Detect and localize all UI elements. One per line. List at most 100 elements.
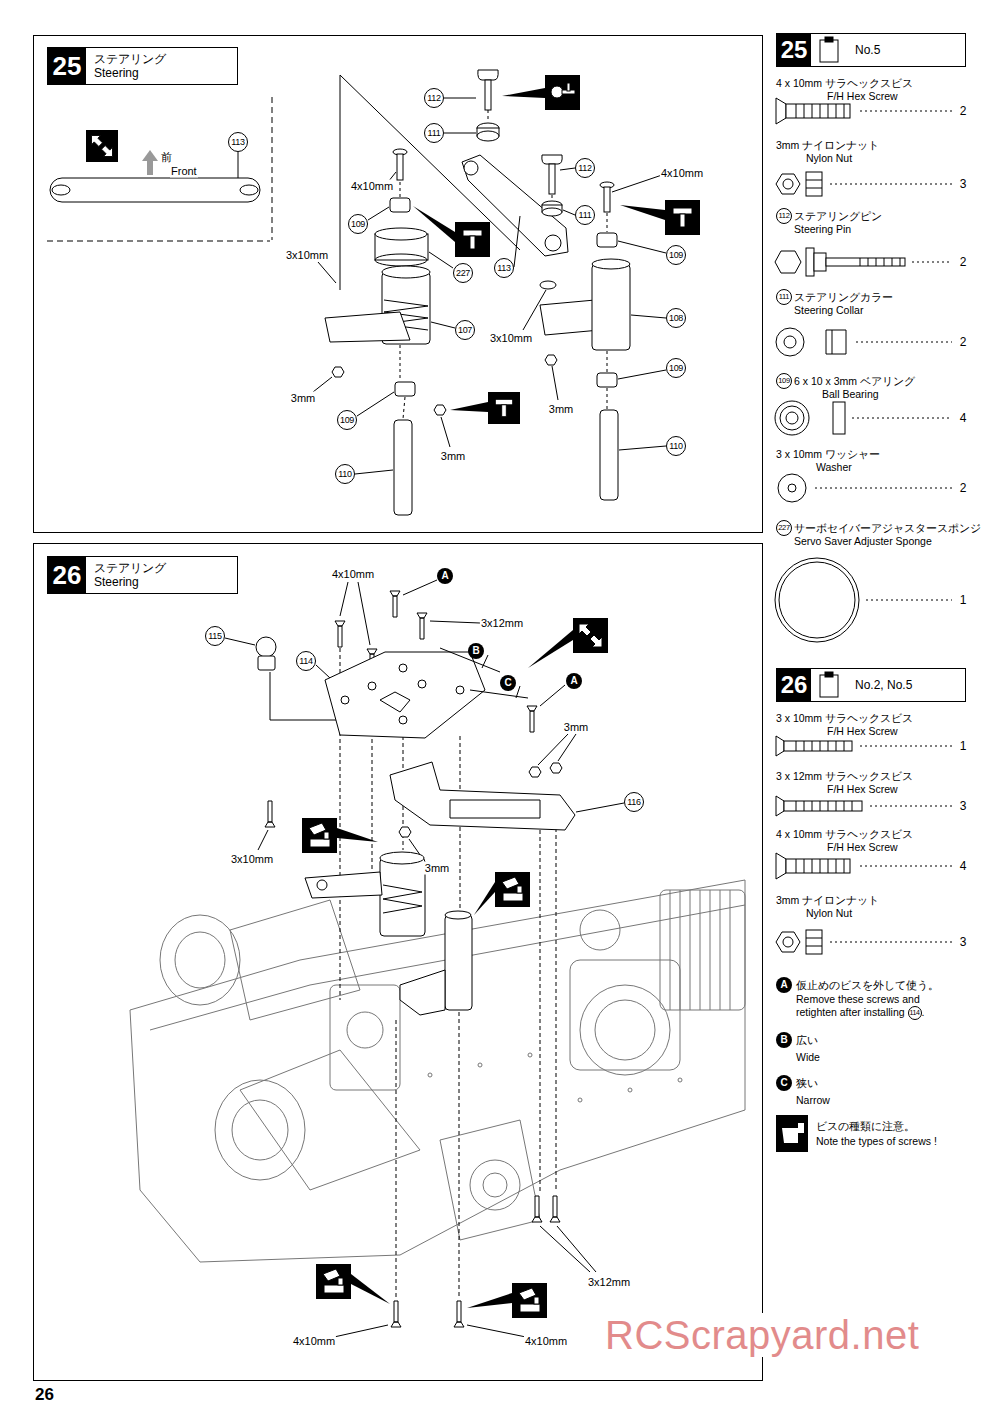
step26-parts [557, 1226, 596, 1272]
parts-list-icons [775, 401, 809, 435]
parts-list-icons [796, 859, 844, 873]
page-number: 26 [35, 1385, 54, 1405]
step-header: 25ステアリング Steering [47, 47, 238, 85]
dimension-label: 4x10mm [350, 180, 394, 193]
part-text: サーボセイバーアジャスタースポンジ [794, 522, 981, 534]
callout-number: 110 [666, 436, 686, 456]
parts-list-icons [779, 562, 855, 638]
part-text: 3 x 12mm サラヘックスビス [776, 770, 913, 782]
part-text: 3mm ナイロンナット [776, 139, 879, 151]
parts-list-icons [775, 251, 801, 273]
part-text: Steering Pin [794, 223, 851, 235]
chassis-sketch [175, 932, 225, 988]
parts-list-icons [796, 801, 852, 811]
front-orientation-inset [47, 97, 272, 241]
note-marker: A [437, 568, 453, 584]
step25-parts [434, 405, 446, 415]
part-text: Nylon Nut [806, 152, 852, 164]
step25-parts [618, 370, 666, 379]
front-orientation-inset [272, 97, 273, 240]
callout-number: 114 [296, 651, 316, 671]
part-text: Note the types of screws ! [816, 1135, 937, 1147]
step25-parts [397, 154, 403, 180]
step26-parts [317, 880, 327, 890]
callout-number: 112 [575, 158, 595, 178]
step26-parts [316, 1264, 351, 1299]
callout-number: 227 [453, 263, 473, 283]
part-text: F/H Hex Screw [827, 841, 898, 853]
step25-parts [357, 392, 394, 416]
parts-header: 26No.2, No.5 [776, 668, 966, 702]
callout-number: 227 [776, 520, 792, 536]
quantity: 1 [960, 593, 967, 607]
step26-parts [450, 800, 540, 818]
dimension-label: 4x10mm [292, 1335, 336, 1348]
step25-parts [488, 392, 520, 424]
chassis-sketch [628, 1088, 632, 1092]
step25-parts [540, 281, 556, 289]
step-header: 26ステアリング Steering [47, 556, 238, 594]
step25-parts [665, 200, 700, 235]
step26-parts [418, 680, 426, 688]
part-text: ビスの種類に注意。 [816, 1120, 915, 1132]
step26-parts [512, 1283, 547, 1318]
parts-list-icons [806, 180, 822, 188]
step26-parts [380, 852, 424, 864]
chassis-sketch [528, 1053, 532, 1057]
quantity: 1 [960, 739, 967, 753]
step26-parts [540, 830, 541, 1192]
chassis-sketch [428, 1073, 432, 1077]
step25-parts [545, 355, 557, 365]
step26-parts [527, 706, 537, 732]
part-text: ステアリングピン [794, 210, 882, 222]
step26-parts [459, 1012, 460, 1298]
front-orientation-inset [147, 161, 153, 175]
step25-parts [604, 187, 610, 212]
step25-parts [560, 168, 575, 170]
step25-parts [429, 252, 453, 268]
step26-parts [516, 686, 520, 698]
chassis-sketch [678, 1078, 682, 1082]
step26-parts [368, 682, 376, 690]
dimension-label: 3x10mm [489, 332, 533, 345]
dimension-label: 3mm [548, 403, 574, 416]
parts-list-icons [796, 104, 844, 118]
step25-parts [450, 402, 488, 412]
chassis-sketch [330, 985, 400, 1090]
step26-parts [558, 734, 576, 761]
chassis-sketch [595, 1000, 655, 1060]
part-text: Nylon Nut [806, 907, 852, 919]
step25-parts [514, 216, 520, 267]
part-text: Ball Bearing [822, 388, 879, 400]
callout-number: 110 [335, 464, 355, 484]
quantity: 3 [960, 799, 967, 813]
parts-list-icons [776, 736, 784, 756]
quantity: 2 [960, 255, 967, 269]
parts-list-icons [806, 930, 822, 954]
step26-parts [337, 828, 378, 842]
parts-list-icons [860, 258, 900, 266]
parts-list-icons [825, 672, 833, 677]
step25-parts [464, 161, 478, 175]
step26-parts [380, 692, 410, 712]
quantity: 2 [960, 335, 967, 349]
step26-parts [258, 830, 268, 850]
step26-parts [256, 637, 276, 657]
chassis-sketch [483, 1173, 507, 1197]
step25-parts [375, 254, 427, 266]
quantity: 4 [960, 411, 967, 425]
step26-parts [390, 762, 575, 830]
parts-list-icons [780, 406, 804, 430]
step26-parts [417, 613, 427, 639]
parts-list-icons [776, 796, 784, 816]
front-orientation-inset [47, 241, 270, 242]
parts-list-icons [786, 412, 798, 424]
front-orientation-inset [142, 150, 158, 161]
dimension-label: 4x10mm [331, 568, 375, 581]
callout-number: 111 [575, 205, 595, 225]
note-text: Remove these screws and retighten after … [796, 993, 920, 1018]
step25-parts [477, 131, 499, 141]
step-title: ステアリング Steering [94, 561, 184, 589]
step-number: 26 [777, 669, 811, 701]
chassis-sketch [130, 880, 745, 1262]
